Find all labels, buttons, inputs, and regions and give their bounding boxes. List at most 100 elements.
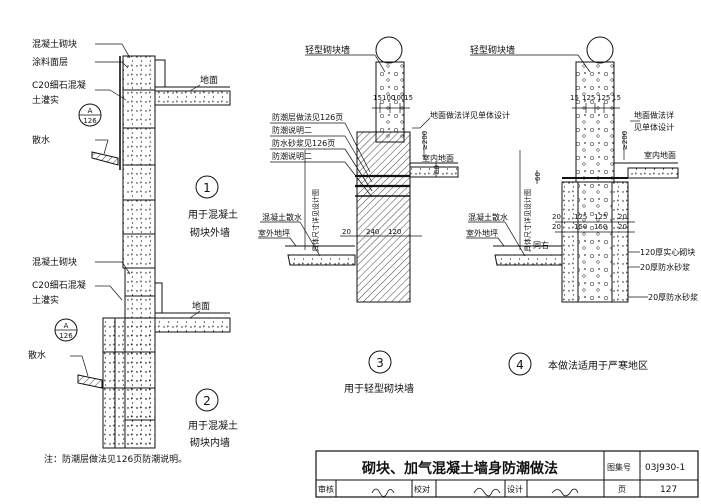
check-label: 校对	[414, 484, 430, 494]
detail-2: 混凝土砌块 C20细石混凝 土灌实 散水 地面 A 126 2 用于混凝土 砌块…	[28, 256, 238, 449]
floor-note: 地面做法详	[634, 110, 674, 120]
apron-label: 混凝土散水	[262, 212, 302, 222]
dim-vertical: 具体尺寸详见设计图	[311, 189, 320, 252]
callout-concrete: C20细石混凝	[32, 79, 86, 91]
design-label: 设计	[507, 484, 523, 494]
outer-leaf	[561, 181, 579, 303]
dim-200: ≥200	[621, 131, 629, 150]
svg-text:A: A	[64, 322, 69, 330]
dim-top: 100	[382, 94, 395, 102]
callout-coating: 涂料面层	[32, 56, 68, 68]
indoor-label: 室内地面	[644, 150, 676, 160]
dim-top: 15	[373, 94, 382, 102]
reference-bubble: A 126	[78, 103, 102, 127]
dim-mid: 20	[552, 223, 561, 231]
callout-block: 混凝土砌块	[32, 256, 77, 268]
break-circle	[375, 36, 403, 64]
detail-number: 1	[203, 181, 211, 195]
dim-top: 15	[404, 94, 413, 102]
callout-apron: 散水	[28, 349, 46, 361]
title-block: 砌块、加气混凝土墙身防潮做法 图集号 03J930-1 审核 校对 设计 页 1…	[315, 450, 699, 498]
note: 20厚防水砂浆	[640, 262, 690, 272]
note: 防潮说明二	[272, 151, 312, 161]
svg-text:126: 126	[83, 117, 97, 125]
detail-caption: 本做法适用于严寒地区	[548, 359, 648, 372]
note: 120厚实心砌块	[640, 247, 695, 257]
wall-label: 轻型砌块墙	[305, 44, 350, 56]
detail-number: 3	[376, 356, 384, 370]
floor-note: 地面做法详见单体设计	[430, 110, 510, 120]
light-block-wall	[375, 61, 405, 143]
callout-concrete: C20细石混凝	[32, 279, 86, 291]
apron	[77, 374, 103, 389]
apron	[494, 254, 563, 266]
dim-mid: 150	[594, 223, 607, 231]
apron	[287, 254, 356, 266]
dim-base: 240	[366, 228, 379, 236]
indoor-slab	[627, 167, 679, 179]
dim-top: 100	[392, 94, 405, 102]
ground-label: 地面	[200, 74, 218, 86]
callout-concrete-2: 土灌实	[32, 94, 59, 106]
ground-label: 地面	[192, 300, 210, 312]
detail-caption: 用于混凝土	[188, 208, 238, 221]
page-label: 页	[618, 485, 626, 494]
note: 20厚防水砂浆	[648, 292, 698, 302]
detail-number: 4	[516, 358, 524, 372]
callout-block: 混凝土砌块	[32, 38, 77, 50]
dim-60: 60	[534, 172, 542, 181]
apron	[91, 151, 119, 166]
dim-base: 20	[342, 228, 351, 236]
svg-text:A: A	[88, 107, 93, 115]
detail-number-circle	[195, 175, 219, 199]
floor-slab	[154, 90, 231, 106]
dim-base: 120	[388, 228, 401, 236]
foundation-wall	[356, 131, 411, 303]
outdoor-label: 室外地坪	[258, 228, 290, 238]
atlas-number: 03J930-1	[645, 463, 685, 473]
core	[577, 181, 613, 303]
dim-200: ≥200	[421, 131, 429, 150]
indoor-label: 室内地面	[422, 153, 454, 163]
detail-4: 轻型砌块墙 15 125 125 15 地面做法详 见单体设计 ≥200 室内地…	[466, 36, 698, 376]
floor-note: 见单体设计	[634, 122, 674, 132]
dim-mid: 20	[552, 213, 561, 221]
dim-mid: 125	[594, 213, 607, 221]
dim-mid: 125	[574, 213, 587, 221]
outdoor-label: 室外地坪	[466, 228, 498, 238]
detail-number: 2	[203, 394, 211, 408]
block-wall	[122, 55, 156, 269]
dim-top: 15	[570, 94, 579, 102]
wall-label: 轻型砌块墙	[470, 44, 515, 56]
dim-top: 125	[597, 94, 610, 102]
note: 防潮层做法见126页	[272, 112, 343, 122]
inner-leaf	[611, 181, 629, 303]
signature	[371, 487, 579, 497]
detail-caption: 用于轻型砌块墙	[344, 382, 414, 395]
detail-number-circle	[195, 388, 219, 412]
break-circle	[586, 36, 614, 64]
tongyou-label: 同右	[533, 240, 549, 250]
dim-mid: 20	[618, 223, 627, 231]
callout-apron: 散水	[32, 134, 50, 146]
callout-concrete-2: 土灌实	[32, 294, 59, 306]
detail-number-circle	[508, 352, 532, 376]
svg-text:126: 126	[59, 332, 73, 340]
block-wall-lower	[102, 317, 156, 449]
indoor-slab	[409, 166, 459, 178]
page-number: 127	[660, 485, 677, 495]
floor-slab	[154, 317, 231, 333]
footnote: 注：防潮层做法见126页防潮说明。	[44, 453, 187, 465]
review-label: 审核	[318, 484, 334, 494]
detail-1: 混凝土砌块 涂料面层 C20细石混凝 土灌实 散水 地面 A 126 1 用于混…	[32, 38, 238, 269]
detail-number-circle	[368, 350, 392, 374]
detail-caption: 用于混凝土	[188, 419, 238, 432]
atlas-label: 图集号	[607, 462, 631, 472]
dim-mid: 20	[618, 213, 627, 221]
dim-60: 60	[433, 165, 441, 174]
light-block-wall	[575, 61, 615, 183]
dim-top: 125	[582, 94, 595, 102]
apron-label: 混凝土散水	[468, 212, 508, 222]
